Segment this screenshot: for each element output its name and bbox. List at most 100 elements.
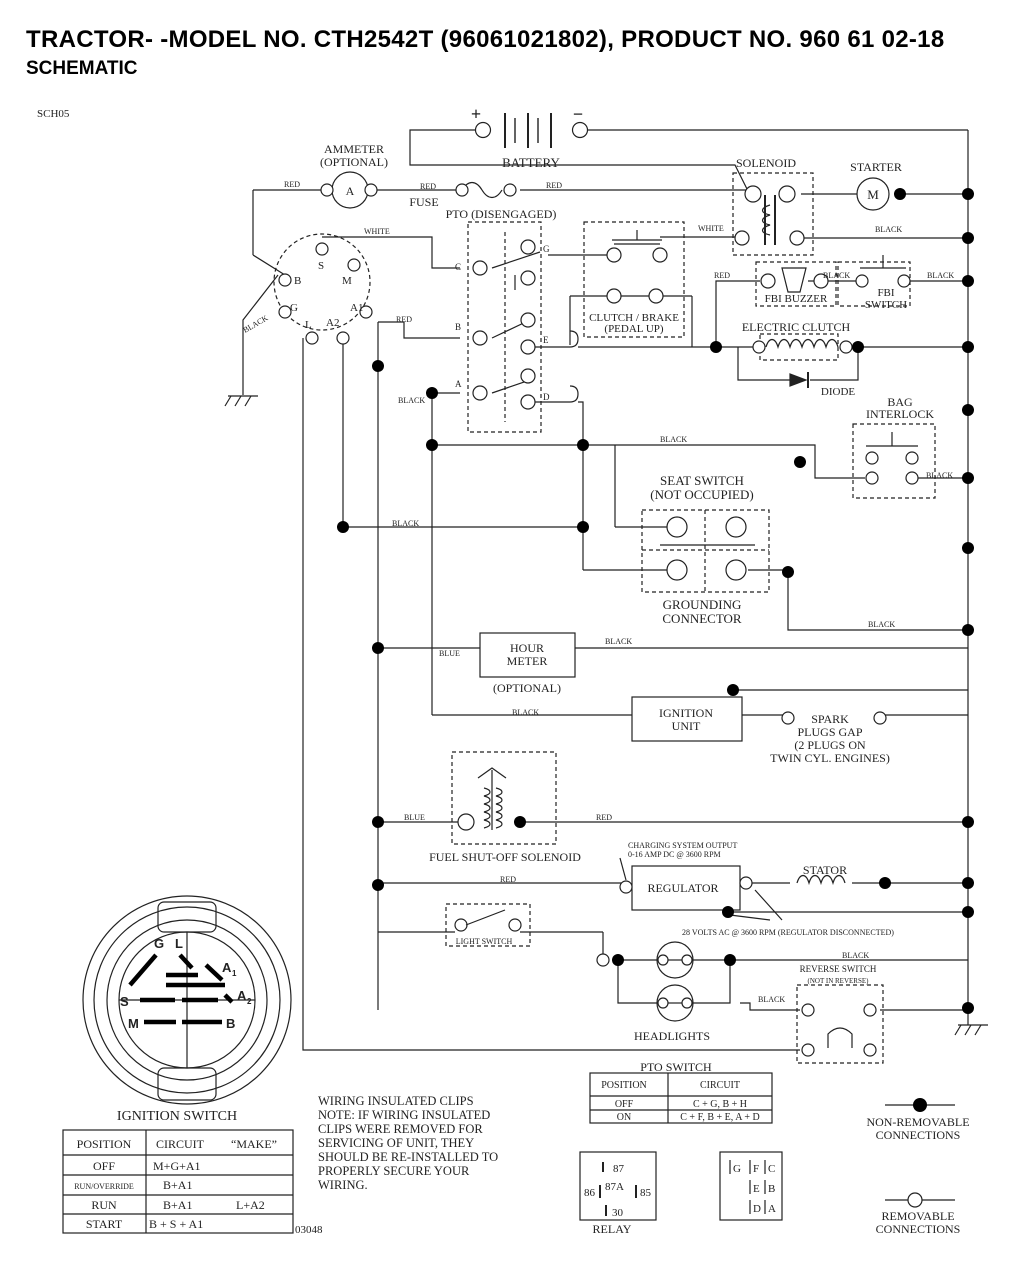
wires [242, 129, 969, 1051]
pto-terminal-c: C [455, 262, 461, 272]
ignition-switch-face [82, 895, 292, 1105]
relay-pin: 30 [612, 1207, 624, 1219]
labels: SCH05 03048 + − BATTERY AMMETER (OPTIONA… [37, 104, 954, 1236]
ignition-header-make: “MAKE” [231, 1137, 277, 1151]
seat-switch-sublabel: (NOT OCCUPIED) [650, 487, 753, 502]
legend-removable-2: CONNECTIONS [876, 1222, 961, 1236]
clutch-brake-switch [583, 221, 685, 338]
battery-plus: + [471, 104, 481, 124]
pto-terminal-a: A [455, 379, 462, 389]
regulator-label: REGULATOR [647, 881, 718, 895]
hour-meter-optional: (OPTIONAL) [493, 681, 561, 695]
note-line: NOTE: IF WIRING INSULATED [318, 1108, 490, 1122]
ignition-row-position: RUN/OVERRIDE [74, 1182, 134, 1191]
page-subtitle: SCHEMATIC [26, 58, 138, 79]
ignition-row-circuit: B+A1 [163, 1198, 192, 1212]
pto-row-circuit: C + F, B + E, A + D [680, 1112, 759, 1123]
ignition-header-position: POSITION [77, 1137, 132, 1151]
note-line: CLIPS WERE REMOVED FOR [318, 1122, 483, 1136]
relay-pin: 85 [640, 1187, 652, 1199]
seat-switch [641, 509, 770, 593]
spark-label-2: PLUGS GAP [797, 725, 862, 739]
ignition-switch-terminals [273, 233, 373, 345]
pto-connector-text: G F C E B D A [733, 1163, 776, 1215]
diode [789, 372, 809, 388]
relay-pin: 87 [613, 1163, 625, 1175]
clutch-brake-sublabel: (PEDAL UP) [604, 323, 664, 335]
note-line: WIRING. [318, 1178, 368, 1192]
ign-terminal-a1: A1 [350, 302, 363, 314]
face-label-g: G [154, 936, 164, 951]
pto-terminal-e: E [543, 335, 549, 345]
pto-table [589, 1072, 773, 1124]
starter [856, 177, 890, 211]
pto-pin: D [753, 1203, 761, 1215]
starter-label: STARTER [850, 160, 902, 174]
wire-black: BLACK [758, 995, 785, 1004]
ammeter-optional: (OPTIONAL) [320, 155, 388, 169]
light-switch [445, 903, 531, 947]
ignition-row-circuit: B+A1 [163, 1178, 192, 1192]
headlights [596, 941, 694, 1022]
charging-output-label: CHARGING SYSTEM OUTPUT [628, 841, 737, 850]
pto-table-text: PTO SWITCH POSITION CIRCUIT OFF C + G, B… [601, 1060, 760, 1123]
ign-terminal-g: G [290, 302, 298, 314]
ignition-header-circuit: CIRCUIT [156, 1137, 205, 1151]
legend-symbols [885, 1104, 955, 1208]
wire-black: BLACK [512, 708, 539, 717]
relay-pin: 86 [584, 1187, 596, 1199]
ammeter-symbol: A [346, 184, 355, 198]
wire-red: RED [396, 315, 412, 324]
ignition-table-text: IGNITION SWITCH POSITION CIRCUIT “MAKE” … [74, 1109, 277, 1231]
solenoid-label: SOLENOID [736, 156, 796, 170]
bag-interlock [852, 423, 936, 499]
regulator [619, 857, 783, 921]
ign-terminal-b: B [294, 275, 301, 287]
legend-removable: REMOVABLE [881, 1209, 954, 1223]
ignition-row-make: L+A2 [236, 1198, 265, 1212]
page-title: TRACTOR- -MODEL NO. CTH2542T (9606102180… [26, 26, 945, 53]
wire-white: WHITE [698, 224, 724, 233]
hour-meter-label-2: METER [507, 654, 548, 668]
note-line: SERVICING OF UNIT, THEY [318, 1136, 474, 1150]
figure-number: 03048 [295, 1224, 323, 1236]
pto-pin: F [753, 1163, 759, 1175]
solenoid [732, 172, 814, 256]
pto-connector [719, 1151, 783, 1221]
fbi-switch [837, 255, 911, 307]
seat-switch-label: SEAT SWITCH [660, 473, 744, 488]
bag-interlock-label-2: INTERLOCK [866, 407, 934, 421]
legend-non-removable-2: CONNECTIONS [876, 1128, 961, 1142]
wire-black: BLACK [868, 620, 895, 629]
electric-clutch-label: ELECTRIC CLUTCH [742, 320, 851, 334]
wire-black: BLACK [842, 951, 869, 960]
junction-dots [337, 188, 974, 1112]
spark-label-3: (2 PLUGS ON [794, 738, 866, 752]
wire-red: RED [546, 181, 562, 190]
wire-black: BLACK [823, 271, 850, 280]
wire-black: BLACK [660, 435, 687, 444]
wiring-note: WIRING INSULATED CLIPS NOTE: IF WIRING I… [318, 1094, 498, 1192]
pto-switch [467, 221, 542, 433]
ignition-row-circuit: M+G+A1 [153, 1159, 201, 1173]
wire-red: RED [284, 180, 300, 189]
ignition-switch-title: IGNITION SWITCH [117, 1109, 237, 1124]
ignition-row-position: START [86, 1217, 123, 1231]
ignition-table [62, 1129, 294, 1234]
stator [796, 874, 846, 886]
hour-meter-label: HOUR [510, 641, 544, 655]
ign-terminal-a2: A2 [326, 317, 339, 329]
ign-terminal-s: S [318, 260, 324, 272]
fbi-switch-label-2: SWITCH [865, 299, 907, 311]
face-label-a2: A [237, 988, 247, 1003]
pto-row-circuit: C + G, B + H [693, 1099, 747, 1110]
relay-text: 87 86 87A 85 30 RELAY [584, 1163, 652, 1236]
relay [579, 1151, 657, 1221]
ignition-unit [631, 696, 887, 742]
wire-red: RED [596, 813, 612, 822]
reverse-switch-label: REVERSE SWITCH [800, 964, 877, 974]
wire-red: RED [714, 271, 730, 280]
wire-black: BLACK [875, 225, 902, 234]
grounding-label-2: CONNECTOR [662, 611, 742, 626]
